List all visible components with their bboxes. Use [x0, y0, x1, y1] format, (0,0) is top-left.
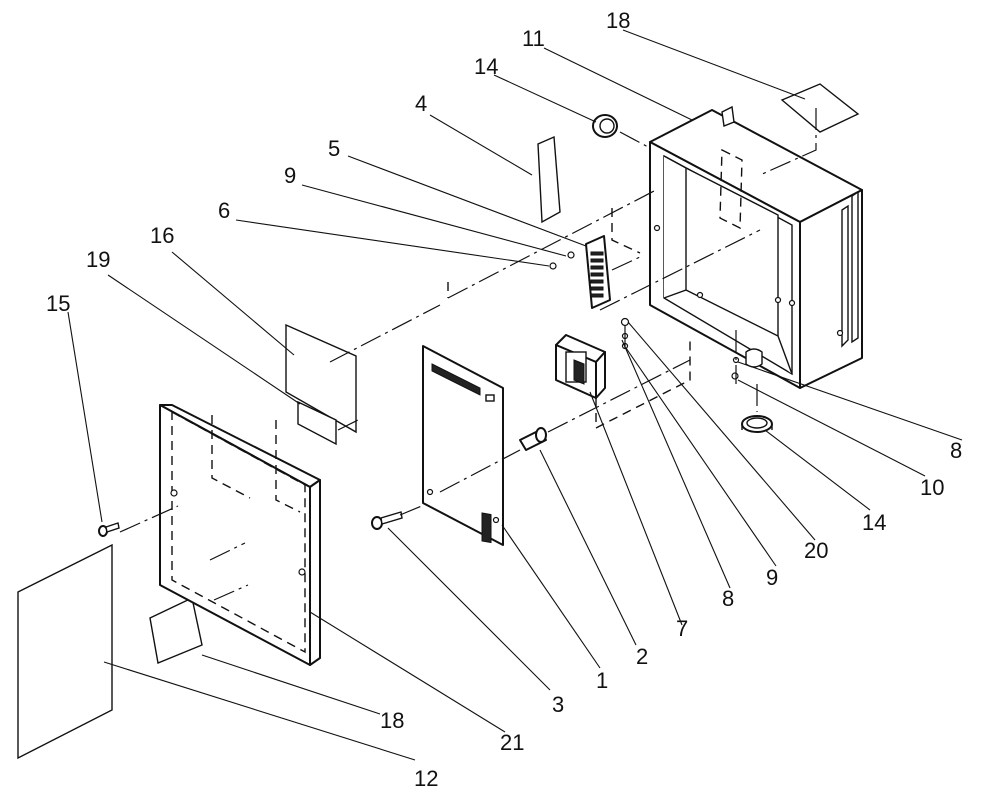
callout-18-lower: 18 [380, 708, 404, 733]
callout-5: 5 [328, 136, 340, 161]
callout-10: 10 [920, 475, 944, 500]
part-7-transformer [555, 334, 606, 399]
callout-19: 19 [86, 247, 110, 272]
callout-9-lower: 9 [766, 565, 778, 590]
callout-7: 7 [676, 616, 688, 641]
callout-21: 21 [500, 730, 524, 755]
part-18-lower-label [149, 596, 203, 664]
callout-9-upper: 9 [284, 163, 296, 188]
part-19-small-label [297, 400, 337, 446]
callout-6: 6 [218, 198, 230, 223]
callout-8-lower: 8 [722, 586, 734, 611]
callout-11: 11 [522, 26, 545, 51]
callout-3: 3 [552, 692, 564, 717]
part-12-label-sheet [17, 543, 113, 760]
part-16-label [285, 323, 357, 434]
part-15-screw [98, 522, 120, 537]
part-4-label [537, 135, 561, 224]
callouts: 18 11 14 4 5 9 6 16 19 15 8 10 14 20 9 8… [46, 8, 962, 791]
part-20-nut [620, 317, 630, 327]
part-5-terminal-block [585, 235, 611, 309]
callout-4: 4 [415, 91, 427, 116]
part-14-upper-grommet [592, 114, 618, 138]
callout-8-right: 8 [950, 438, 962, 463]
callout-12: 12 [414, 766, 438, 791]
part-1-circuit-board [422, 345, 504, 546]
leader-lines [67, 29, 963, 761]
callout-14-upper: 14 [474, 54, 498, 79]
callout-18-upper: 18 [606, 8, 630, 33]
hidden-outline-b [275, 420, 301, 513]
callout-2: 2 [636, 644, 648, 669]
callout-15: 15 [46, 291, 70, 316]
part-10-screw [731, 372, 739, 380]
callout-14-lower: 14 [862, 510, 886, 535]
callout-1: 1 [596, 668, 608, 693]
hidden-outline-a [211, 415, 251, 499]
callout-20: 20 [804, 538, 828, 563]
part-21-cover [159, 404, 321, 666]
part-14-lower-grommet [741, 415, 773, 433]
part-6-nut [549, 262, 557, 270]
part-2-standoff [519, 427, 547, 451]
callout-16: 16 [150, 223, 174, 248]
part-3-screw [371, 511, 403, 530]
part-18-upper-label [780, 83, 860, 133]
part-11-enclosure [649, 105, 863, 389]
part-9-washer [567, 251, 575, 259]
assembly-lines [119, 108, 817, 601]
